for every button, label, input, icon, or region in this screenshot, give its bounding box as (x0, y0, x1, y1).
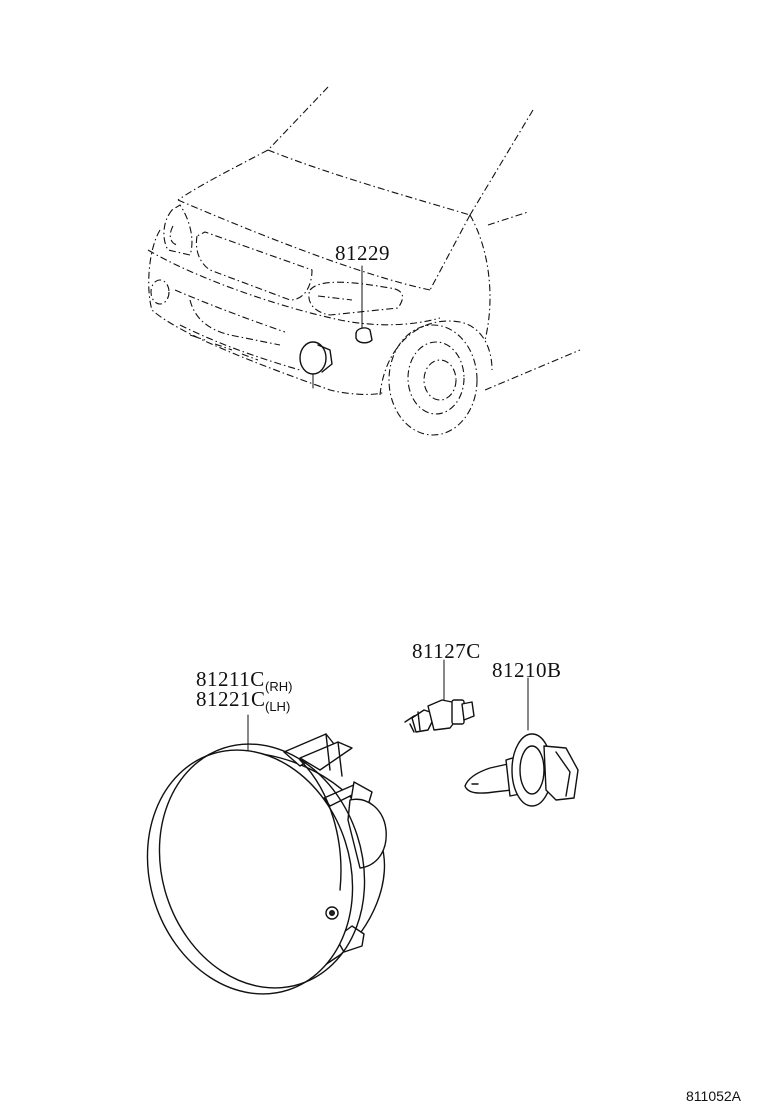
bulb-socket-drawing (404, 659, 475, 733)
fog-lamp-drawing (146, 714, 387, 995)
label-fog-lamp-lh: 81221C (196, 687, 266, 711)
label-bulb-socket: 81127C (412, 639, 481, 663)
label-rh-tag: (RH) (265, 679, 293, 694)
label-indicator-lamp: 81229 (335, 241, 390, 265)
vehicle-front-outline (147, 86, 581, 436)
label-bulb: 81210B (492, 658, 562, 682)
label-lh-tag: (LH) (265, 699, 291, 714)
figure-id: 811052A (686, 1088, 742, 1104)
label-fog-lamp-rh: 81211C (196, 667, 265, 691)
bulb-drawing (464, 677, 579, 807)
